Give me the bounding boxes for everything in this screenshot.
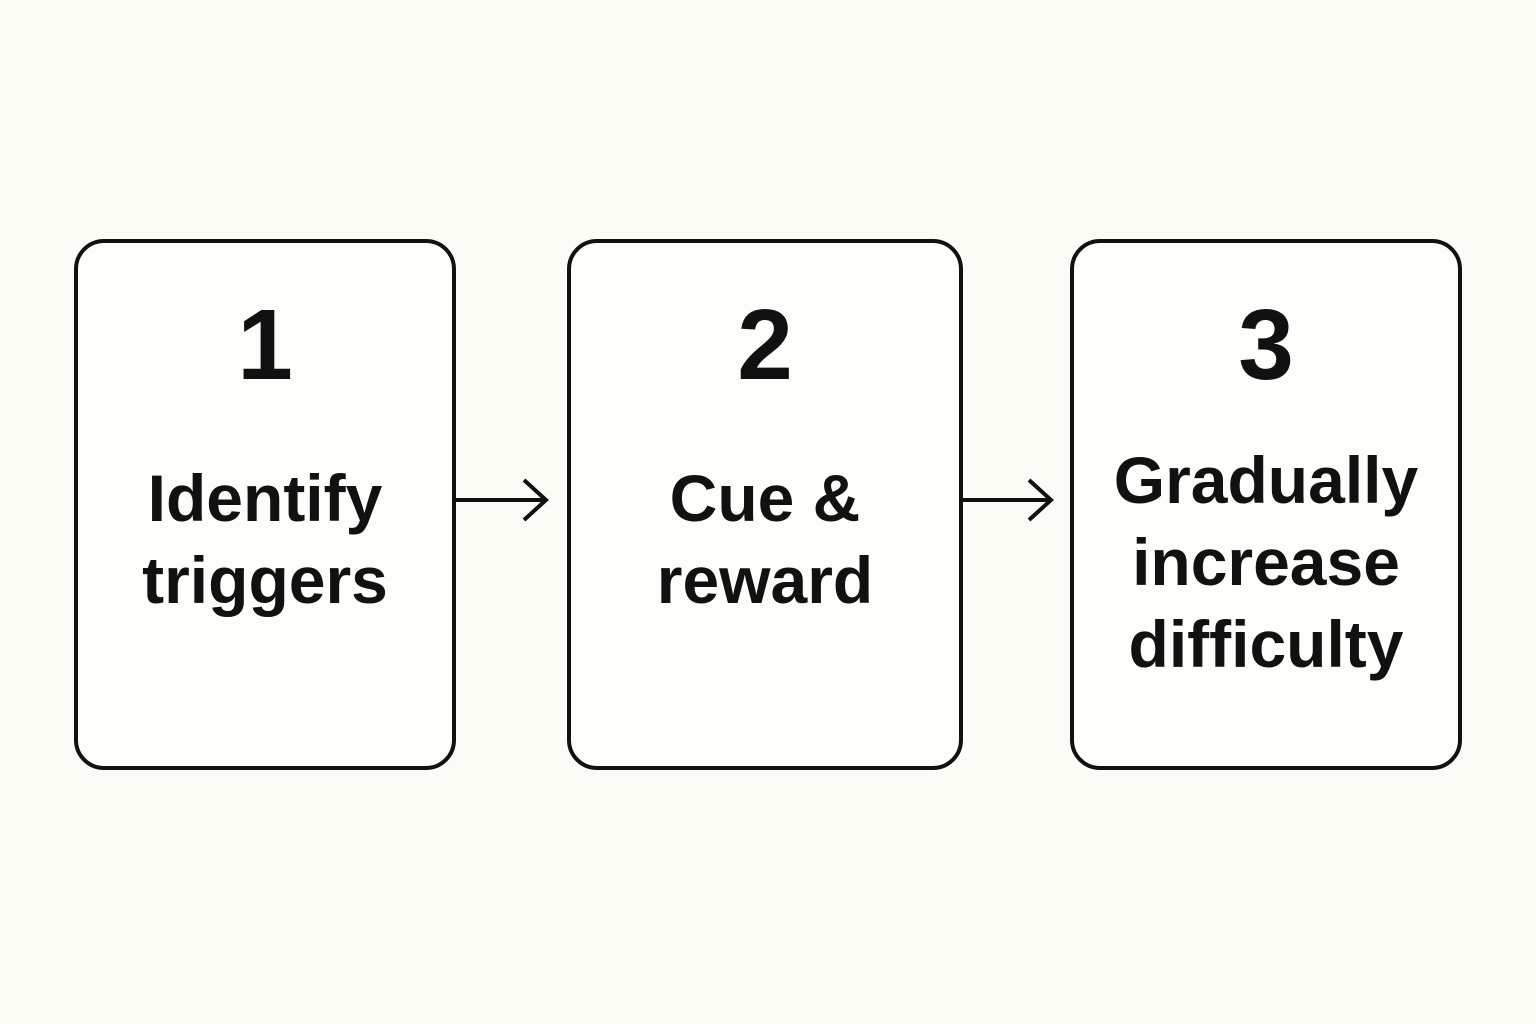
step-label-line: Gradually	[1113, 443, 1419, 517]
step-label-line: Identify	[147, 461, 383, 535]
step-box-2: 2 Cue & reward	[567, 239, 963, 770]
step-label: Identify triggers	[78, 457, 452, 621]
step-label-line: difficulty	[1128, 607, 1404, 681]
step-number: 3	[1238, 289, 1294, 401]
step-label: Gradually increase difficulty	[1074, 439, 1458, 685]
step-box-1: 1 Identify triggers	[74, 239, 456, 770]
arrow-right-icon	[963, 478, 1054, 522]
step-box-3: 3 Gradually increase difficulty	[1070, 239, 1462, 770]
step-number: 2	[737, 289, 793, 401]
step-label-line: reward	[656, 543, 874, 617]
step-label-line: increase	[1132, 525, 1400, 599]
arrow-right-icon	[456, 478, 549, 522]
step-number: 1	[237, 289, 293, 401]
step-label-line: triggers	[142, 543, 388, 617]
step-label: Cue & reward	[571, 457, 959, 621]
step-label-line: Cue &	[669, 461, 861, 535]
